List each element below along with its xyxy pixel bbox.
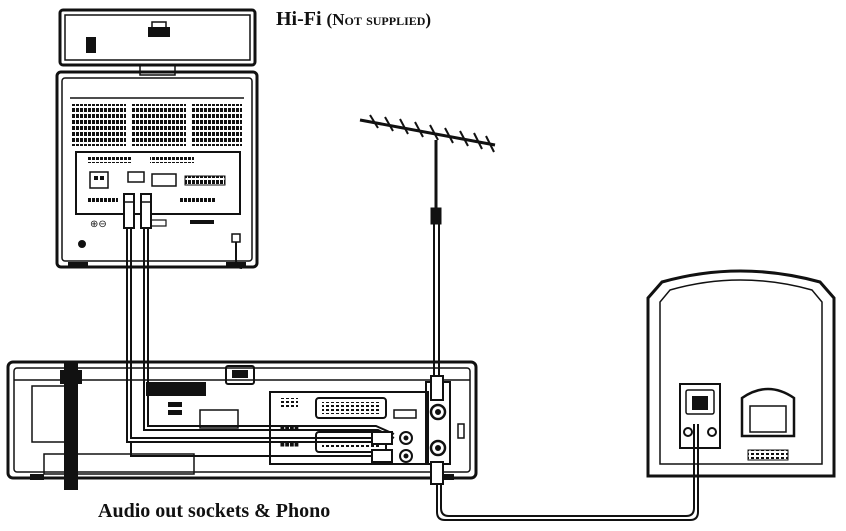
hifi-label-main: Hi-Fi [276, 8, 322, 30]
television [646, 269, 836, 478]
hifi-label-note: (Not supplied) [326, 10, 432, 29]
audio-cables [126, 228, 149, 362]
tv-cable [430, 424, 699, 521]
audio-cable-route [126, 362, 395, 463]
audio-out-label: Audio out sockets & Phono [98, 500, 331, 522]
hifi-label: Hi-Fi (Not supplied) [276, 8, 431, 31]
hifi-unit: ⊕⊖ [55, 8, 259, 269]
aerial-antenna [359, 114, 496, 225]
svg-text:■■■■: ■■■■ [280, 442, 299, 448]
vcr-unit: ■■■■ ■■■■ [6, 360, 478, 490]
svg-text:⊕⊖: ⊕⊖ [90, 219, 107, 230]
rf-plug [430, 375, 444, 401]
aerial-cable [433, 224, 440, 376]
